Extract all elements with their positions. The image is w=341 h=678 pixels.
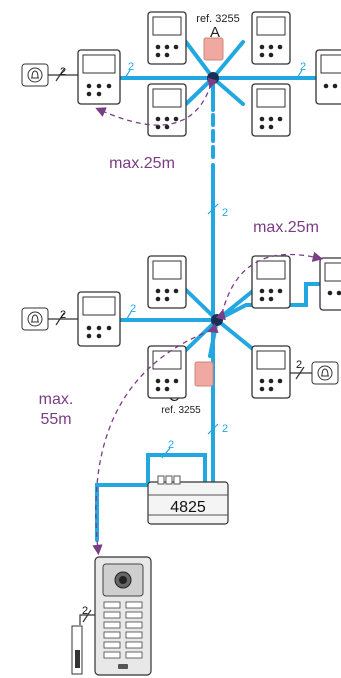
- monitor-unit: [251, 11, 291, 65]
- monitor-unit: [147, 255, 187, 309]
- bell-icon: [21, 307, 49, 331]
- bus-label: 2: [60, 309, 66, 321]
- distance-label-top: max.25m: [109, 155, 175, 172]
- call-button-grid: [103, 601, 143, 659]
- splitter-c-ref: ref. 3255: [161, 405, 201, 416]
- distance-label-left-2: 55m: [40, 411, 71, 428]
- monitor-unit: [77, 291, 121, 347]
- bus-label: 2: [300, 61, 306, 73]
- bus-wire-count-marks: [123, 69, 303, 459]
- monitor-unit: [147, 83, 187, 137]
- distance-label-right: max.25m: [253, 219, 319, 236]
- monitor-unit: [251, 83, 291, 137]
- monitor-unit: [319, 257, 341, 311]
- bus-label: 2: [296, 359, 302, 371]
- bell-icon: [21, 63, 49, 87]
- hub-node-top: [207, 72, 219, 84]
- monitor-unit: [147, 11, 187, 65]
- distance-arrow: [92, 77, 324, 556]
- power-supply-unit: 4825: [147, 475, 229, 525]
- bell-icon: [311, 361, 339, 385]
- splitter-box-a: ref. 3255 A: [196, 13, 240, 61]
- door-lock: [71, 625, 83, 675]
- bus-label: 2: [128, 61, 134, 73]
- monitor-unit: [315, 49, 341, 105]
- splitter-a-ref: ref. 3255: [196, 13, 239, 25]
- bus-label: 2: [222, 423, 228, 435]
- monitor-unit: [251, 255, 291, 309]
- bus-label: 2: [168, 439, 174, 451]
- door-entry-panel: [94, 556, 152, 676]
- bus-wiring: [95, 40, 340, 542]
- monitor-unit: [251, 345, 291, 399]
- bus-label: 2: [82, 605, 88, 617]
- bus-label: 2: [130, 303, 136, 315]
- monitor-unit: [77, 49, 121, 105]
- bus-label: 2: [222, 207, 228, 219]
- bus-label: 2: [60, 66, 66, 78]
- distance-label-left-1: max.: [39, 391, 74, 408]
- splitter-a-letter: A: [210, 24, 220, 41]
- power-supply-label: 4825: [170, 499, 206, 516]
- hub-node-middle: [211, 314, 223, 326]
- monitor-unit: [147, 345, 187, 399]
